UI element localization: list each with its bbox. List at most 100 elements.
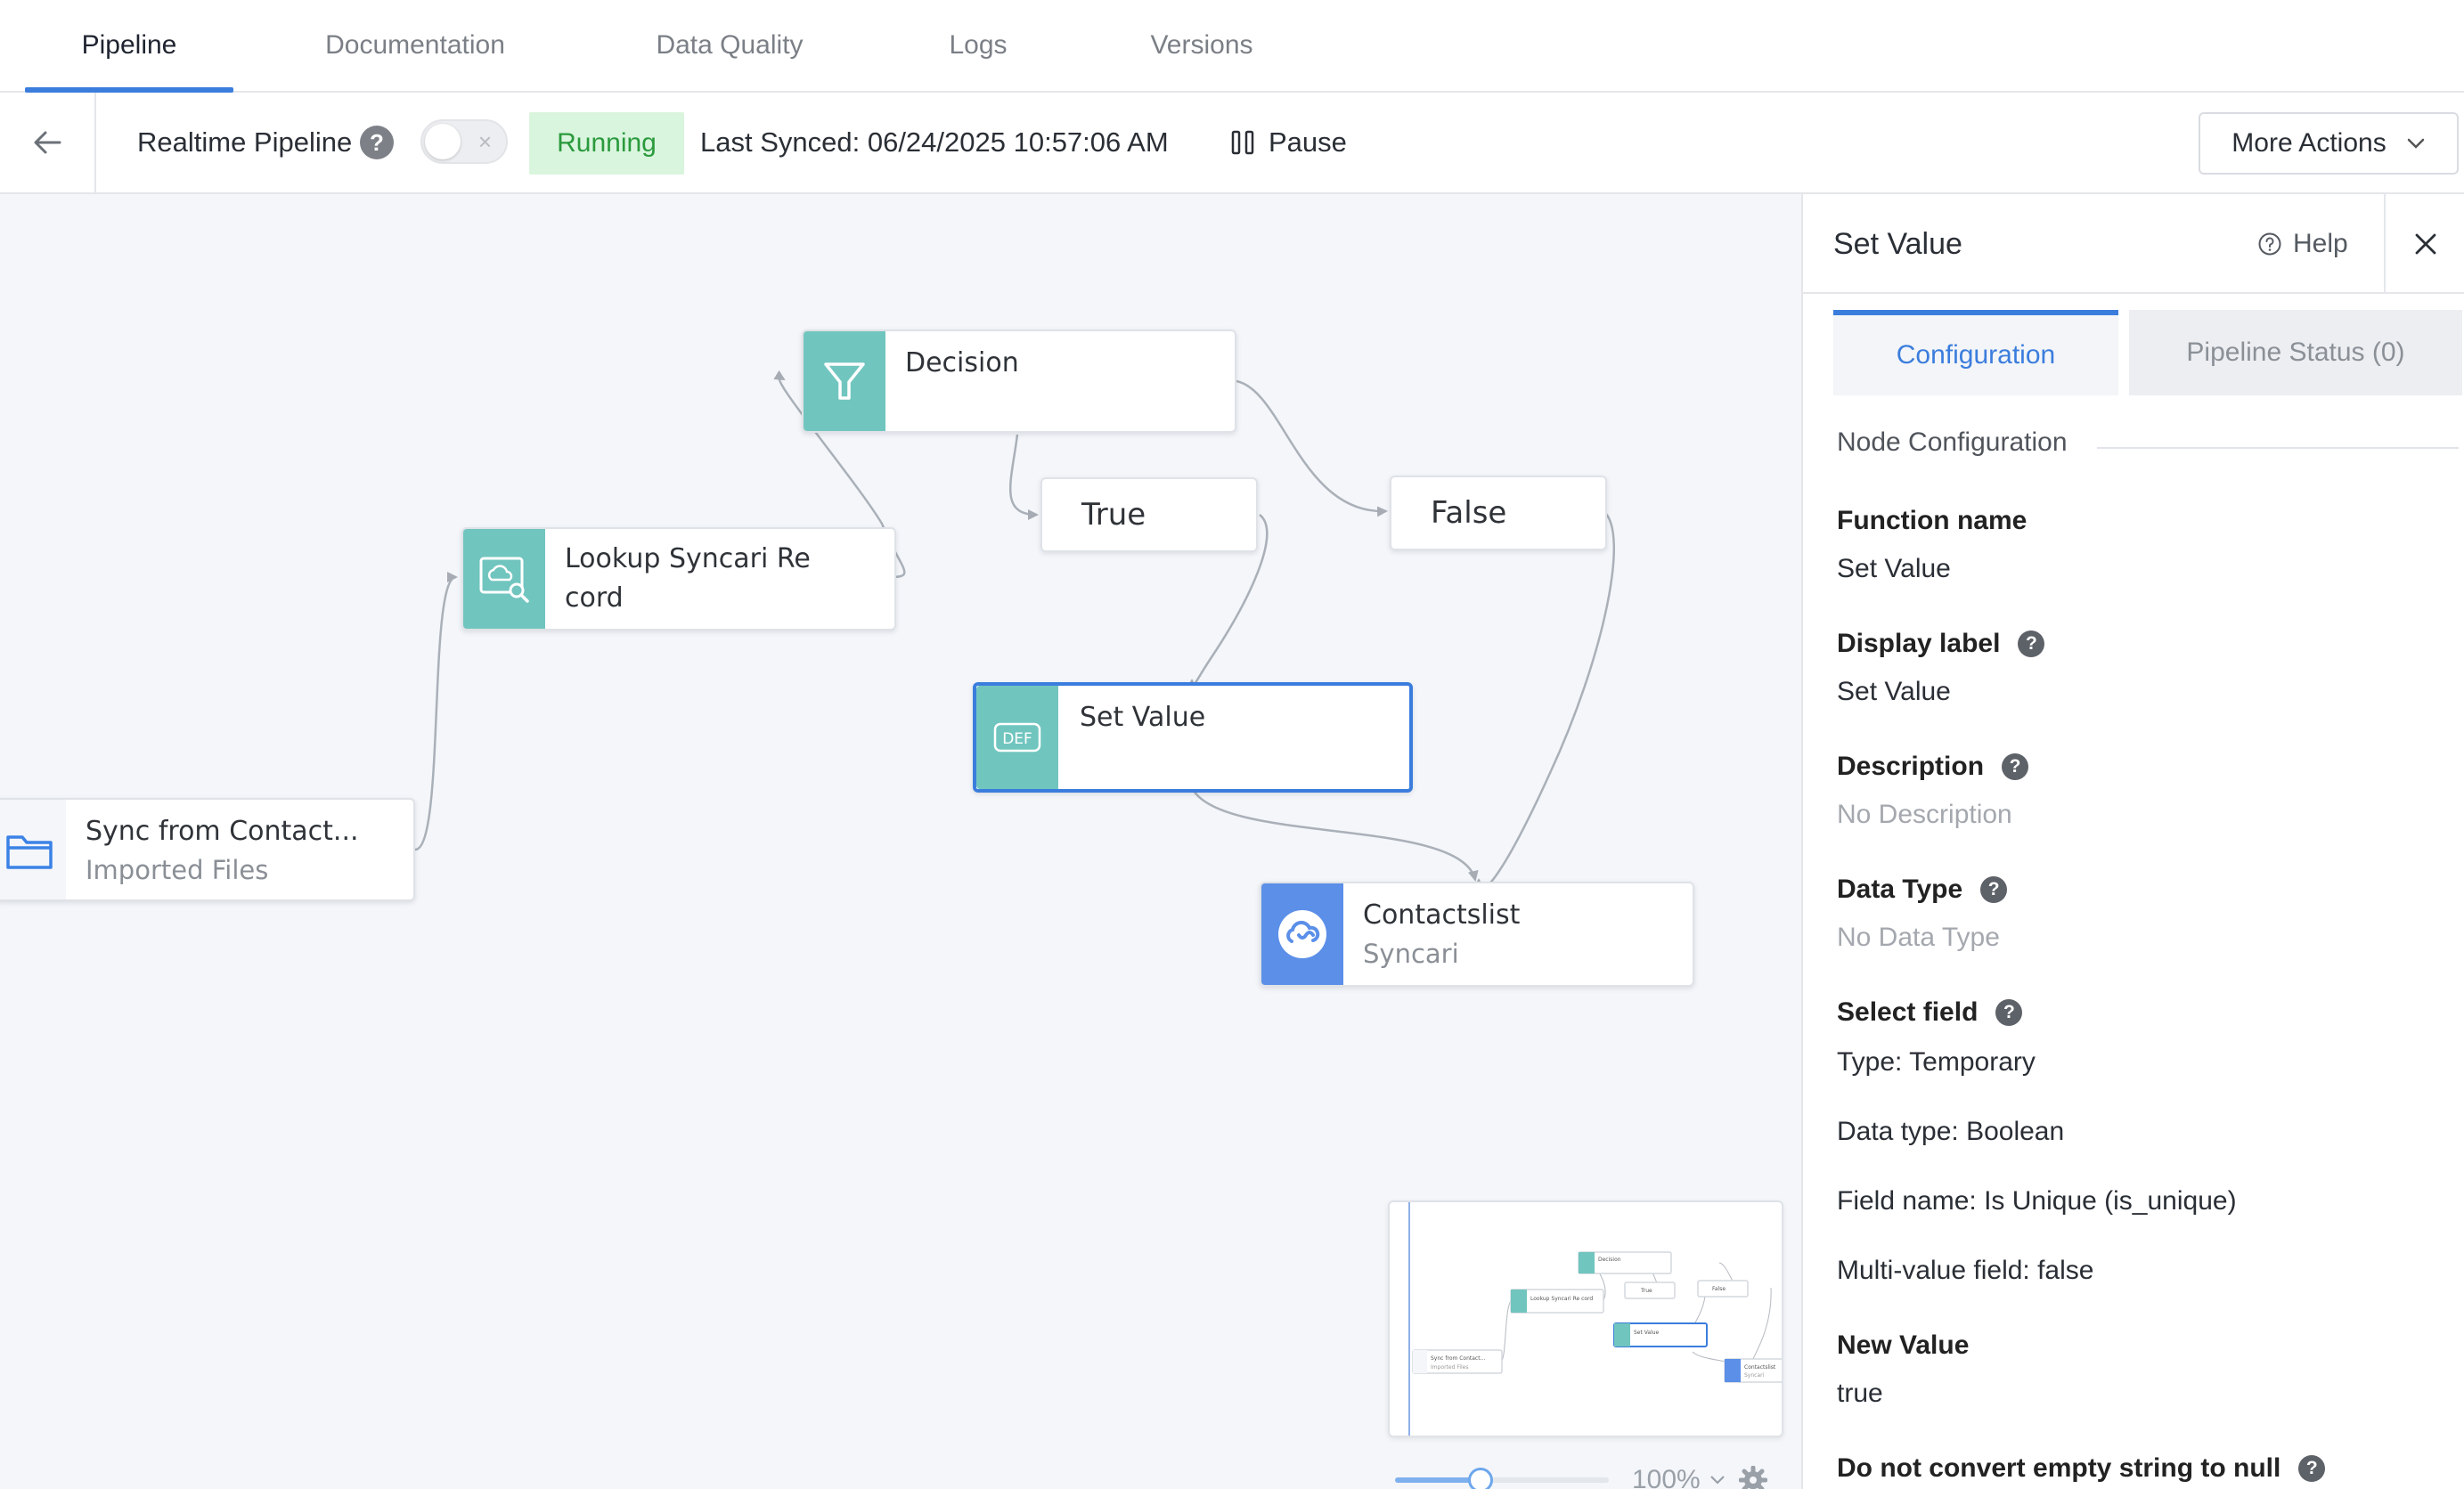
section-divider xyxy=(2097,447,2459,449)
edge-lookup-decision xyxy=(773,370,906,579)
select-field-name: Field name: Is Unique (is_unique) xyxy=(1837,1186,2237,1216)
lookup-title-line1: Lookup Syncari Re xyxy=(565,543,811,574)
node-set-value[interactable]: DEF Set Value xyxy=(973,682,1413,793)
set-value-icon-box: DEF xyxy=(976,686,1058,789)
panel-help-label: Help xyxy=(2293,229,2348,258)
select-field-multi: Multi-value field: false xyxy=(1837,1256,2094,1285)
tab-documentation[interactable]: Documentation xyxy=(325,30,505,60)
panel-help-link[interactable]: Help xyxy=(2257,194,2348,294)
pause-button[interactable]: Pause xyxy=(1229,93,1347,192)
node-destination[interactable]: Contactslist Syncari xyxy=(1260,882,1694,987)
tab-pipeline-status[interactable]: Pipeline Status (0) xyxy=(2129,310,2462,395)
close-icon xyxy=(2415,233,2436,255)
source-subtitle: Imported Files xyxy=(86,855,269,885)
data-type-value: No Data Type xyxy=(1837,923,2000,952)
minimap[interactable]: Decision True False Lookup Syncari Re co… xyxy=(1388,1200,1783,1437)
question-icon[interactable]: ? xyxy=(1980,876,2008,903)
chevron-down-icon xyxy=(2407,138,2424,149)
tab-versions[interactable]: Versions xyxy=(1150,30,1253,60)
panel-header: Set Value Help xyxy=(1803,194,2464,294)
zoom-level[interactable]: 100% xyxy=(1632,1462,1726,1489)
source-icon-box xyxy=(0,800,66,899)
node-decision[interactable]: Decision xyxy=(802,330,1236,433)
tab-data-quality[interactable]: Data Quality xyxy=(656,30,804,60)
data-type-label: Data Type? xyxy=(1837,875,2008,905)
minimap-source: Sync from Contact... xyxy=(1431,1355,1485,1362)
funnel-icon xyxy=(824,362,865,400)
destination-subtitle: Syncari xyxy=(1363,939,1459,969)
more-actions-label: More Actions xyxy=(2231,128,2386,158)
select-field-data-type: Data type: Boolean xyxy=(1837,1117,2065,1146)
help-circle-icon xyxy=(2258,232,2281,256)
edge-source-lookup xyxy=(414,572,458,851)
node-config-panel: Set Value Help Configuration Pipeline St… xyxy=(1801,194,2464,1489)
minimap-decision: Decision xyxy=(1598,1257,1621,1263)
back-button[interactable] xyxy=(0,93,96,192)
description-value: No Description xyxy=(1837,800,2012,829)
question-icon[interactable]: ? xyxy=(2298,1455,2326,1482)
destination-icon-box xyxy=(1261,883,1343,985)
close-button[interactable] xyxy=(2384,194,2464,294)
last-synced-text: Last Synced: 06/24/2025 10:57:06 AM xyxy=(700,126,1169,158)
tab-pipeline[interactable]: Pipeline xyxy=(25,0,233,93)
def-icon-text: DEF xyxy=(1002,730,1032,748)
function-name-label: Function name xyxy=(1837,506,2027,535)
question-icon[interactable]: ? xyxy=(2018,631,2045,657)
zoom-slider-fill xyxy=(1395,1477,1481,1483)
destination-title: Contactslist xyxy=(1363,899,1521,931)
description-label: Description? xyxy=(1837,752,2029,782)
minimap-dest: Contactslist xyxy=(1744,1364,1776,1371)
decision-title: Decision xyxy=(905,347,1019,378)
zoom-slider-track[interactable] xyxy=(1395,1468,1609,1489)
branch-false[interactable]: False xyxy=(1390,476,1607,550)
edge-layer xyxy=(414,370,1616,890)
panel-title: Set Value xyxy=(1833,226,1962,261)
decision-icon-box xyxy=(804,331,885,431)
lookup-icon-box xyxy=(463,529,545,629)
display-label-value: Set Value xyxy=(1837,677,1951,706)
zoom-slider-handle[interactable] xyxy=(1468,1468,1493,1489)
node-source[interactable]: Sync from Contact... Imported Files xyxy=(0,798,415,901)
minimap-lookup: Lookup Syncari Re cord xyxy=(1530,1296,1593,1302)
toggle-off-icon: × xyxy=(477,128,492,155)
minimap-source-sub: Imported Files xyxy=(1431,1364,1469,1371)
set-value-title: Set Value xyxy=(1080,702,1206,733)
realtime-toggle[interactable]: × xyxy=(420,119,508,164)
syncari-cloud-icon xyxy=(1278,910,1326,958)
more-actions-dropdown[interactable]: More Actions xyxy=(2199,112,2459,175)
branch-true[interactable]: True xyxy=(1040,477,1258,552)
tab-logs[interactable]: Logs xyxy=(949,30,1008,60)
arrow-left-icon xyxy=(34,131,61,154)
select-field-label: Select field? xyxy=(1837,997,2023,1028)
edge-false-destination xyxy=(1473,510,1616,890)
toggle-knob xyxy=(425,124,461,159)
node-lookup[interactable]: Lookup Syncari Re cord xyxy=(461,527,896,631)
top-tab-bar: Pipeline Documentation Data Quality Logs… xyxy=(0,0,2464,93)
minimap-true: True xyxy=(1640,1288,1652,1294)
display-label-label: Display label? xyxy=(1837,629,2045,659)
question-icon[interactable]: ? xyxy=(2002,753,2029,780)
pause-icon xyxy=(1231,130,1254,155)
pipeline-mode-label: Realtime Pipeline xyxy=(137,126,353,158)
edge-decision-true xyxy=(1009,434,1039,520)
question-icon[interactable]: ? xyxy=(1995,999,2023,1026)
minimap-false: False xyxy=(1712,1286,1726,1292)
pipeline-mode-help[interactable]: ? xyxy=(360,93,394,192)
edge-decision-false xyxy=(1236,379,1388,517)
zoom-controls: 100% xyxy=(1395,1462,1769,1489)
minimap-set-value: Set Value xyxy=(1634,1330,1660,1336)
status-badge: Running xyxy=(529,112,684,175)
empty-to-null-label: Do not convert empty string to null? xyxy=(1837,1453,2326,1484)
cloud-search-icon xyxy=(479,557,529,603)
gear-icon[interactable] xyxy=(1739,1466,1767,1489)
source-title: Sync from Contact... xyxy=(86,816,359,847)
question-icon: ? xyxy=(360,126,394,159)
edge-setvalue-destination xyxy=(1192,790,1479,882)
pipeline-toolbar: Realtime Pipeline ? × Running Last Synce… xyxy=(0,93,2464,194)
new-value-value: true xyxy=(1837,1379,1883,1408)
pipeline-canvas[interactable]: Sync from Contact... Imported Files Look… xyxy=(0,194,1801,1489)
select-field-type: Type: Temporary xyxy=(1837,1047,2036,1077)
def-icon: DEF xyxy=(993,722,1041,753)
tab-configuration[interactable]: Configuration xyxy=(1833,310,2118,395)
